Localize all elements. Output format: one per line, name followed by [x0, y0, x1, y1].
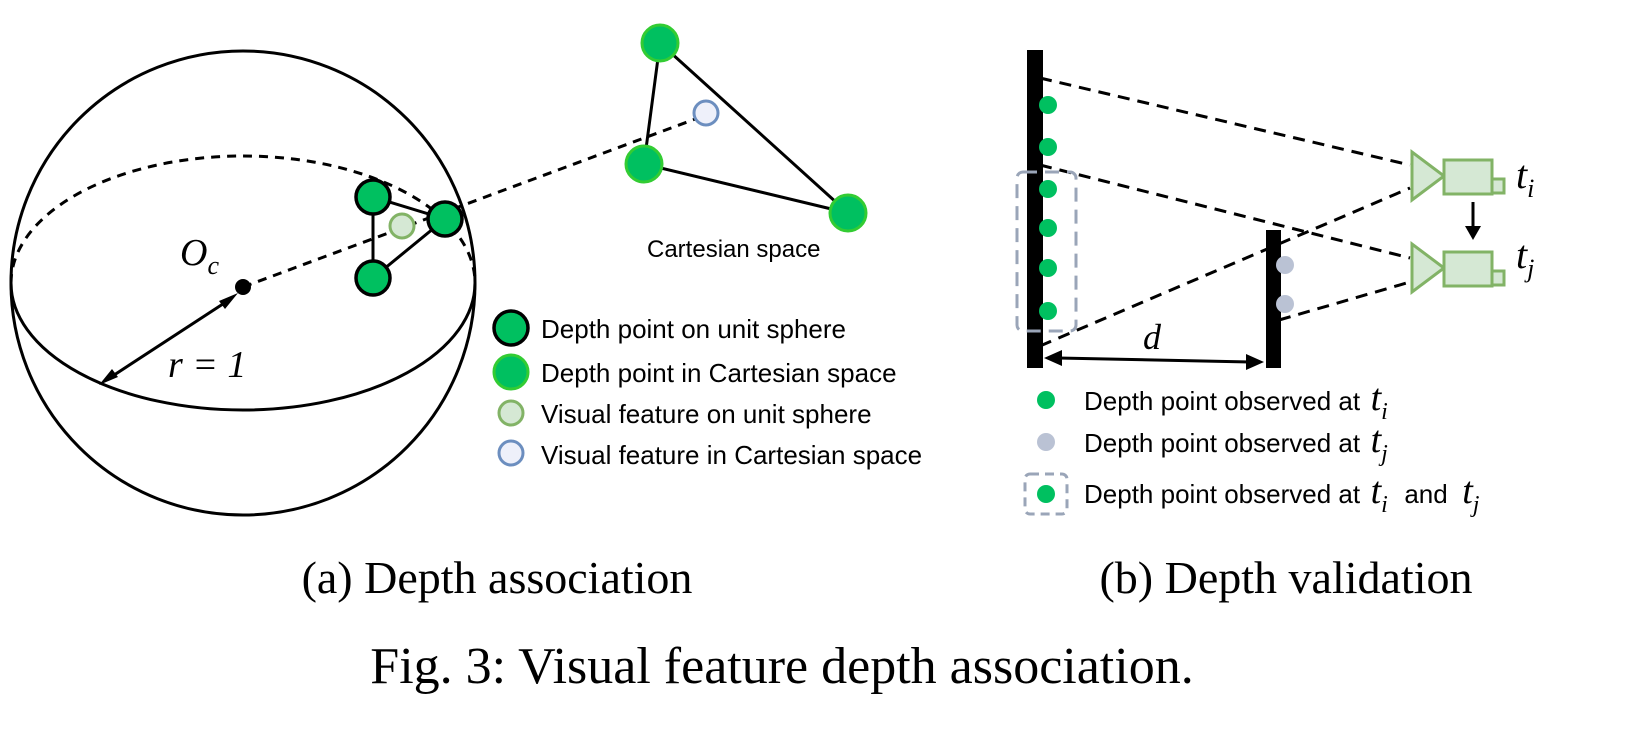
sphere-triangle [371, 194, 449, 282]
subcaption-b: (b) Depth validation [1099, 552, 1472, 603]
projection-line [1039, 76, 1411, 167]
camera-tj-icon [1410, 241, 1506, 295]
far-wall [1027, 50, 1043, 368]
legend-icon-observed-both [1037, 485, 1055, 503]
panel-a: Oc r = 1 Cartesian space Depth point on … [9, 23, 922, 603]
sphere-equator-front [9, 282, 477, 412]
depth-point-ti [1039, 302, 1057, 320]
radius-label: r = 1 [168, 344, 246, 386]
radius-arrow [107, 298, 230, 381]
projection-ray [242, 113, 707, 289]
subcaption-a: (a) Depth association [302, 552, 693, 603]
legend-a: Depth point on unit sphere Depth point i… [492, 309, 922, 470]
legend-label: Visual feature in Cartesian space [541, 440, 922, 470]
depth-point-ti [1039, 219, 1057, 237]
cartesian-triangle [642, 39, 850, 215]
distance-label: d [1143, 317, 1162, 357]
legend-label: Depth point observed at tj [1084, 419, 1388, 467]
depth-point-cartesian [624, 144, 664, 184]
depth-point-ti [1039, 180, 1057, 198]
legend-label: Depth point on unit sphere [541, 314, 846, 344]
distance-arrowhead-end [1246, 354, 1264, 370]
panel-b: d ti tj Depth point observed at ti [1015, 50, 1534, 603]
distance-arrowhead-start [1044, 350, 1062, 366]
depth-point-ti [1039, 259, 1057, 277]
radius-arrowhead-end [219, 293, 238, 309]
camera-tj-label: tj [1516, 232, 1534, 283]
legend-label: Depth point observed at ti and tj [1084, 470, 1480, 518]
depth-point-sphere [426, 200, 464, 238]
radius-arrowhead-start [99, 369, 118, 385]
legend-icon-visual-cartesian [497, 439, 525, 467]
legend-label: Depth point in Cartesian space [541, 358, 897, 388]
sphere-center-label: Oc [180, 232, 219, 280]
projection-line [1039, 186, 1411, 348]
camera-ti-icon [1410, 149, 1506, 203]
depth-point-ti [1039, 96, 1057, 114]
depth-point-ti [1039, 138, 1057, 156]
legend-label: Visual feature on unit sphere [541, 399, 872, 429]
projection-line [1039, 163, 1411, 260]
legend-icon-depth-sphere [492, 309, 530, 347]
sphere-equator-back [9, 154, 477, 284]
visual-feature-sphere [388, 212, 416, 240]
legend-icon-visual-sphere [497, 399, 525, 427]
legend-icon-box [1023, 472, 1069, 516]
figure-caption: Fig. 3: Visual feature depth association… [370, 638, 1193, 695]
cartesian-space-label: Cartesian space [647, 236, 820, 263]
legend-b: Depth point observed at ti Depth point o… [1023, 377, 1480, 518]
legend-icon-depth-cartesian [492, 353, 530, 391]
legend-label: Depth point observed at ti [1084, 377, 1388, 425]
legend-icon-observed-ti [1037, 391, 1055, 409]
depth-point-sphere [354, 178, 392, 216]
projection-line [1278, 280, 1411, 322]
camera-move-arrowhead [1465, 226, 1481, 240]
depth-point-sphere [354, 259, 392, 297]
sphere-center-point [235, 279, 251, 295]
camera-ti-label: ti [1516, 152, 1534, 203]
visual-feature-cartesian [692, 99, 720, 127]
legend-icon-observed-tj [1037, 433, 1055, 451]
depth-point-tj [1276, 256, 1294, 274]
depth-point-cartesian [640, 23, 680, 63]
depth-point-tj [1276, 295, 1294, 313]
depth-point-cartesian [828, 193, 868, 233]
overlap-box [1015, 170, 1078, 333]
distance-arrow [1057, 356, 1251, 364]
